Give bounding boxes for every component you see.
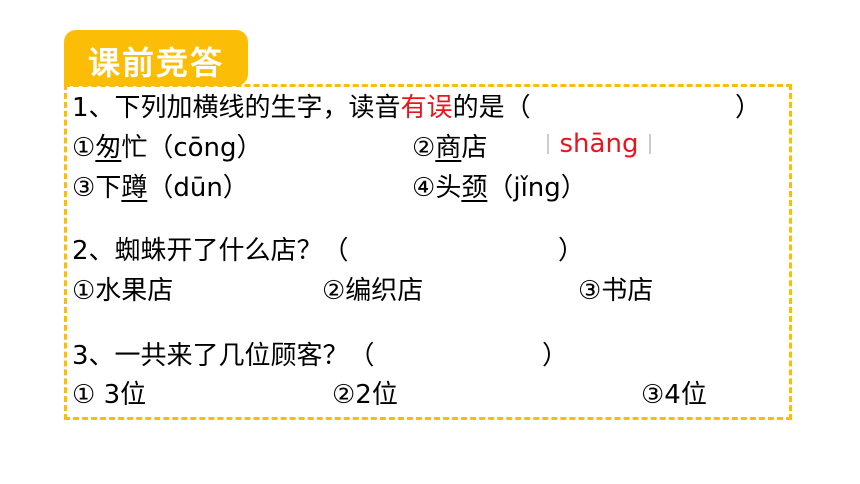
section-title: 课前竞答: [87, 44, 224, 82]
question-3-option-2[interactable]: ②2位: [332, 380, 398, 410]
question-1-suffix: 的是（: [452, 93, 531, 123]
question-2: 2、蜘蛛开了什么店？（: [72, 236, 349, 266]
question-1-close: ）: [735, 93, 762, 123]
option-text: 头: [435, 173, 462, 203]
question-2-close: ）: [558, 236, 585, 266]
question-3: 3、一共来了几位顾客？（: [72, 341, 375, 371]
question-2-option-1[interactable]: ①水果店: [72, 276, 174, 306]
option-text: （dūn）: [147, 173, 249, 203]
question-1-option-4[interactable]: ④头颈（jǐng）: [412, 172, 587, 204]
option-number: ①: [72, 133, 96, 163]
question-1-option-3[interactable]: ③下蹲（dūn）: [72, 172, 249, 204]
question-2-option-3[interactable]: ③书店: [578, 276, 654, 306]
question-1: 1、下列加横线的生字，读音有误的是（: [72, 92, 531, 124]
question-3-option-1[interactable]: ① 3位: [72, 380, 147, 410]
underlined-char: 蹲: [121, 173, 148, 203]
question-3-close: ）: [542, 341, 569, 371]
option-text: 店: [461, 133, 488, 163]
pinyin-overlay: shāng: [547, 126, 651, 162]
underlined-char: 商: [435, 133, 462, 163]
question-1-highlight: 有误: [400, 93, 453, 123]
underlined-char: 匆: [95, 133, 122, 163]
option-number: ④: [412, 173, 436, 203]
section-tab: 课前竞答: [64, 30, 248, 86]
question-2-option-2[interactable]: ②编织店: [322, 276, 424, 306]
quiz-frame: [64, 84, 792, 420]
question-1-option-1[interactable]: ①匆忙（cōng）: [72, 132, 263, 164]
question-3-option-3[interactable]: ③4位: [641, 380, 707, 410]
question-1-option-2[interactable]: ②商店: [412, 132, 487, 164]
option-number: ③: [72, 173, 96, 203]
option-text: 忙（cōng）: [121, 133, 263, 163]
option-text: 下: [95, 173, 122, 203]
question-1-prefix: 1、下列加横线的生字，读音: [72, 93, 401, 123]
option-text: （jǐng）: [487, 173, 587, 203]
underlined-char: 颈: [461, 173, 488, 203]
option-number: ②: [412, 133, 436, 163]
